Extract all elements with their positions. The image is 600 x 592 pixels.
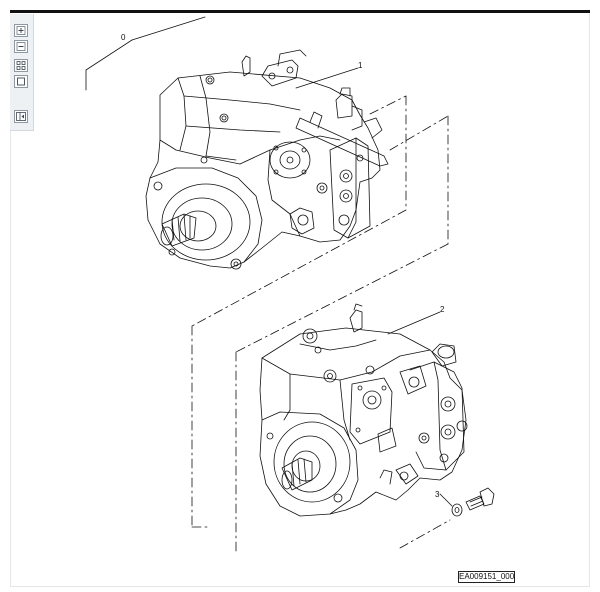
zoom-out-button[interactable] [14, 40, 28, 53]
panel-toggle-icon [16, 112, 26, 121]
upper-pump-assembly [145, 49, 389, 270]
plus-icon [16, 26, 26, 35]
minus-icon [16, 42, 26, 51]
callout-0-leader [85, 16, 206, 91]
top-rule [10, 10, 590, 13]
callout-3-leader [439, 493, 453, 507]
bolt-and-washer [451, 487, 495, 517]
callout-1-leader [295, 67, 359, 89]
zoom-in-button[interactable] [14, 24, 28, 37]
square-icon [17, 77, 25, 86]
callout-1-label: 1 [358, 61, 363, 70]
toggle-panel-button[interactable] [14, 110, 28, 123]
assembly-guide-lines [191, 95, 451, 554]
callout-3-label: 3 [435, 490, 440, 499]
viewer-frame [10, 10, 590, 587]
callout-0-label: 0 [121, 33, 126, 42]
actual-size-button[interactable] [14, 75, 28, 88]
drawing-reference-code: EA009151_000 [458, 571, 515, 583]
lower-pump-assembly [259, 303, 468, 517]
viewer-toolbar [10, 14, 34, 131]
fit-grid-icon [16, 61, 26, 70]
fit-to-page-button[interactable] [14, 59, 28, 72]
callout-2-leader [387, 311, 441, 335]
callout-2-label: 2 [440, 305, 445, 314]
